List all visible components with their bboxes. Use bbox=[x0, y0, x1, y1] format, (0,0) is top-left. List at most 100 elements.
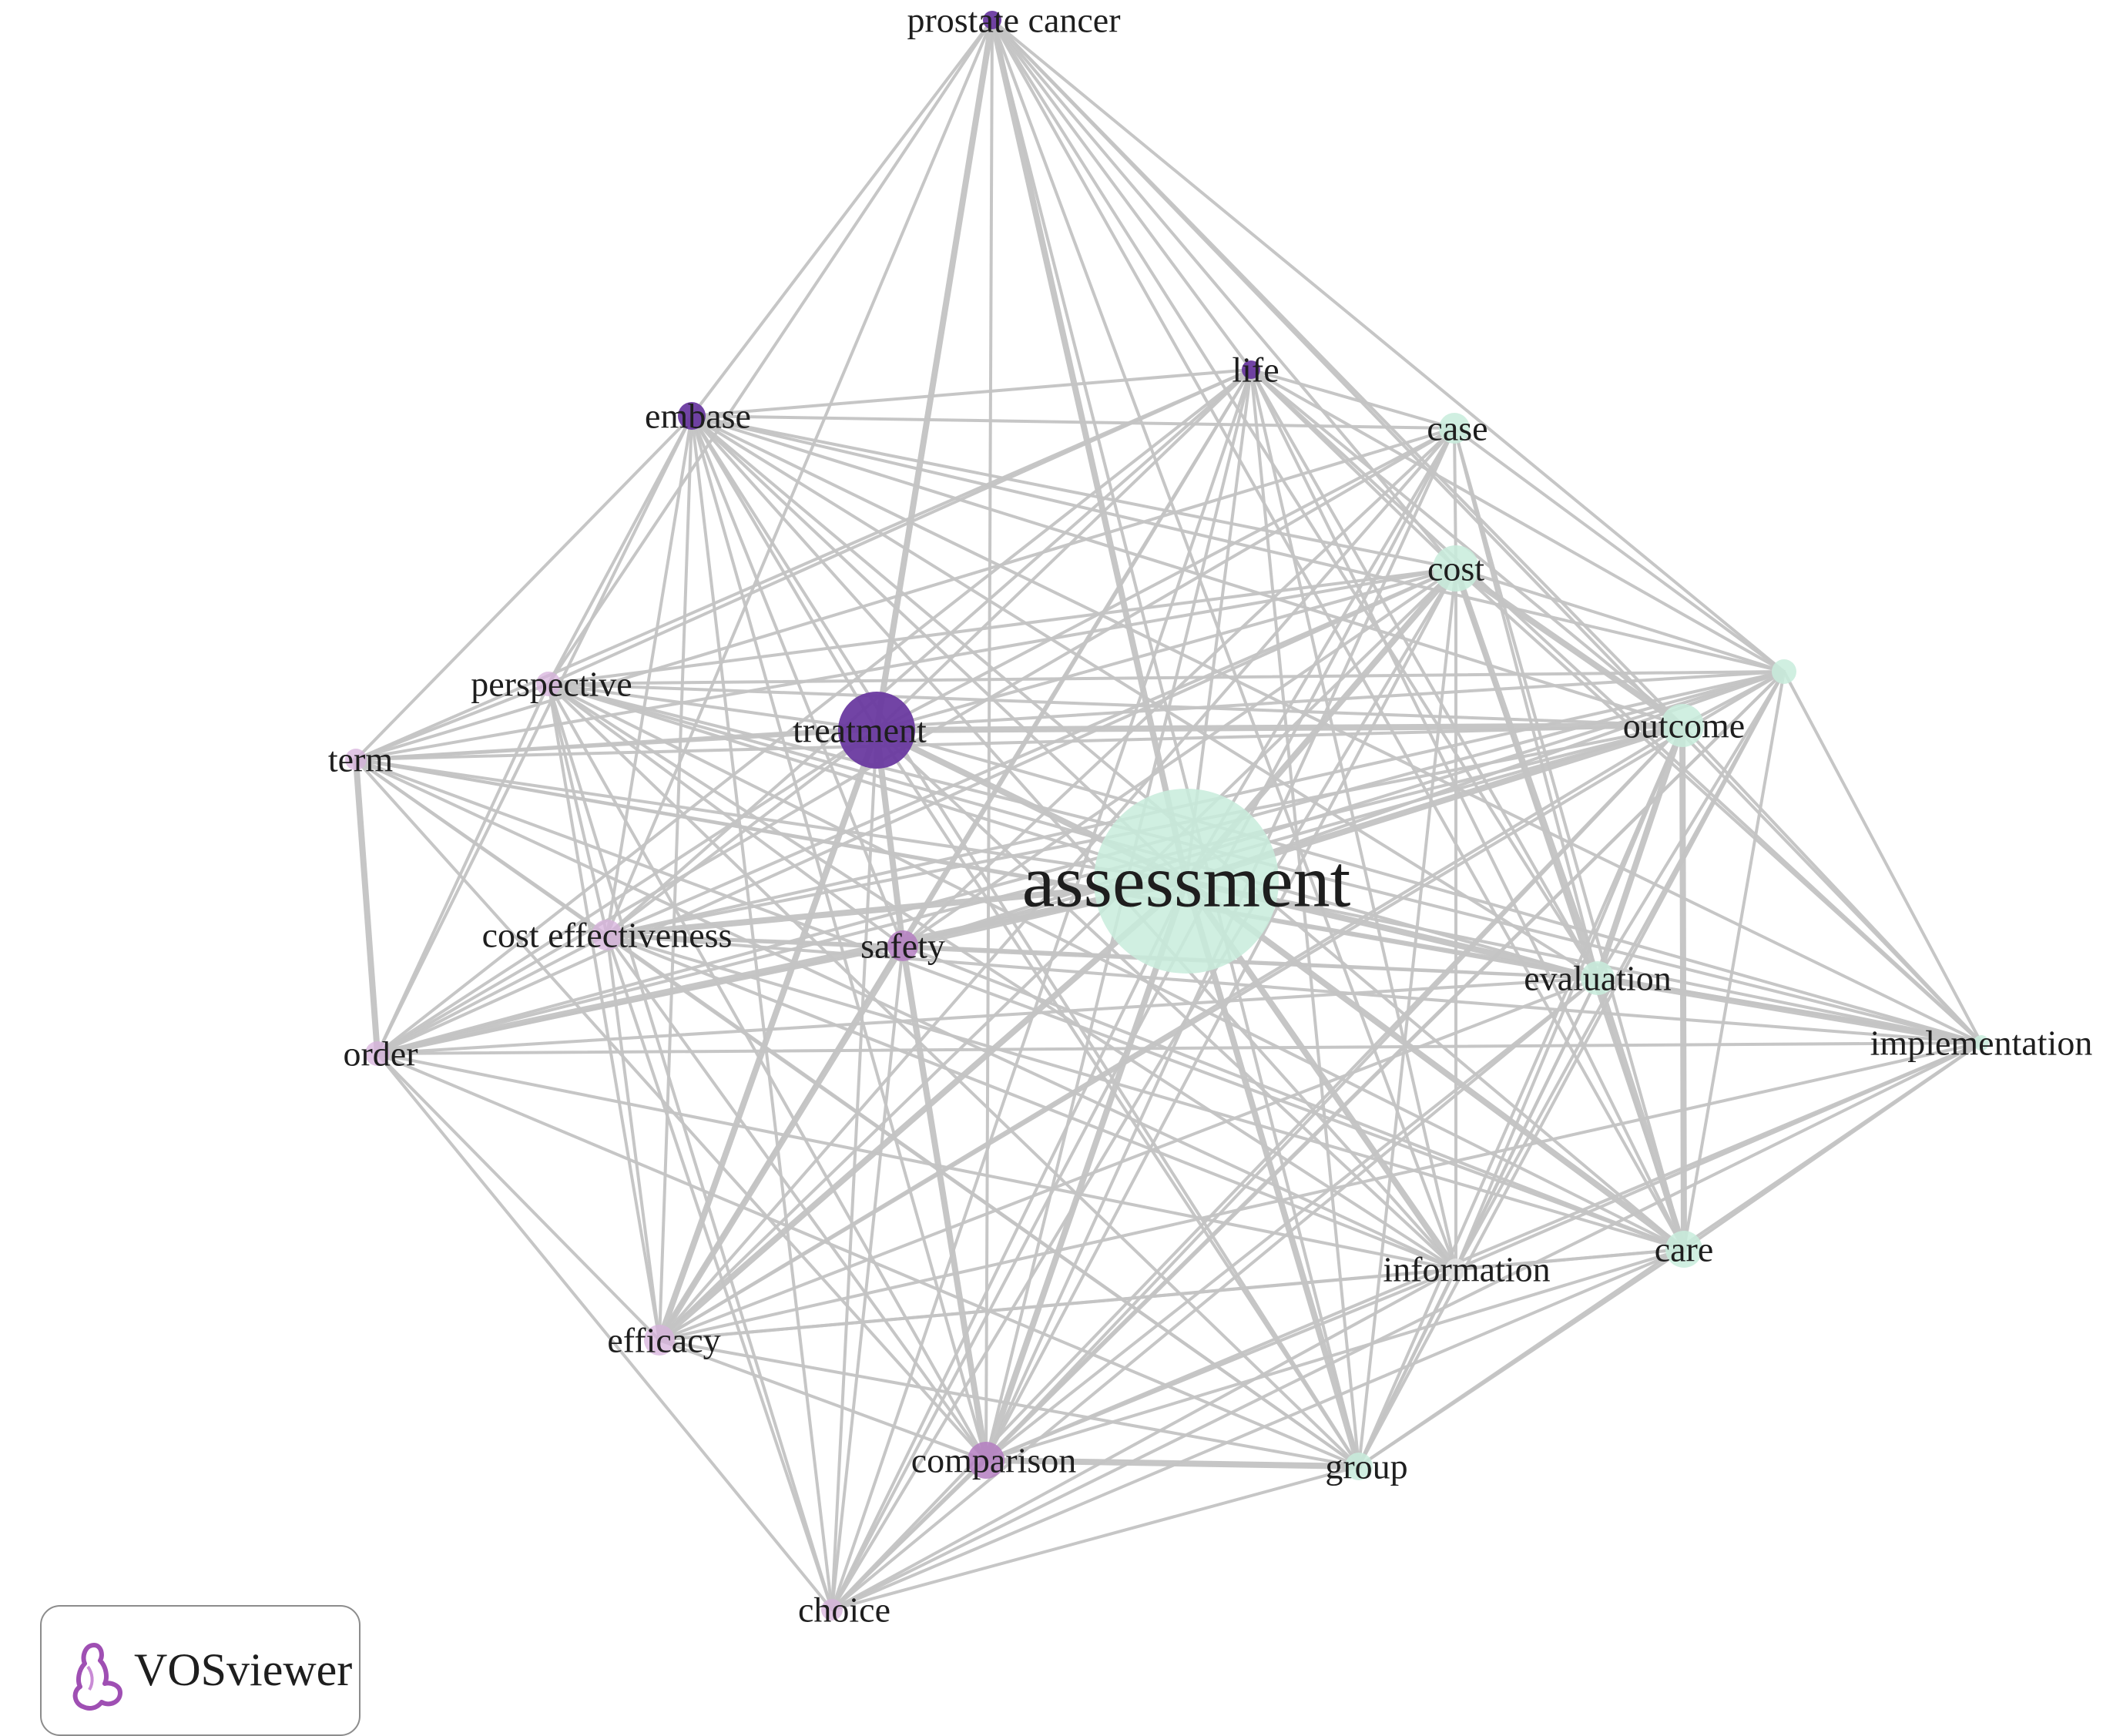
edge-comparison-choice bbox=[830, 1459, 988, 1611]
edge-cost-effectiveness-care bbox=[605, 933, 1685, 1251]
node-care[interactable] bbox=[1665, 1231, 1702, 1268]
node-choice[interactable] bbox=[821, 1599, 843, 1620]
edge-cost-term bbox=[354, 567, 1457, 761]
node-comparison[interactable] bbox=[968, 1442, 1004, 1479]
edge-evaluation-care bbox=[1595, 975, 1687, 1252]
node-prostate-cancer[interactable] bbox=[983, 11, 1001, 29]
edge-prostate-cancer-perspective bbox=[547, 18, 994, 685]
edge-efficacy-comparison bbox=[658, 1339, 988, 1462]
label-term: term bbox=[328, 740, 394, 779]
node-unlabeled-green[interactable] bbox=[1772, 659, 1796, 684]
edge-perspective-outcome bbox=[547, 682, 1684, 727]
edge-cost-effectiveness-comparison bbox=[605, 933, 988, 1462]
node-cost[interactable] bbox=[1433, 545, 1479, 592]
edge-treatment-group bbox=[875, 729, 1360, 1468]
node-cost-effectiveness[interactable] bbox=[592, 920, 622, 950]
edge-unlabeled-green-group bbox=[1357, 670, 1786, 1468]
edge-comparison-group bbox=[983, 1457, 1362, 1470]
edge-embase-cost-effectiveness bbox=[605, 414, 693, 937]
edge-embase-unlabeled-green bbox=[690, 414, 1786, 673]
label-cost-effectiveness: cost effectiveness bbox=[482, 916, 733, 955]
edge-information-comparison bbox=[984, 1268, 1457, 1462]
edge-embase-cost bbox=[690, 414, 1457, 570]
edge-efficacy-group bbox=[658, 1339, 1360, 1468]
node-perspective[interactable] bbox=[536, 672, 561, 696]
edge-safety-care bbox=[901, 944, 1685, 1251]
edge-outcome-order bbox=[376, 724, 1684, 1055]
edge-treatment-outcome bbox=[874, 722, 1685, 733]
edge-perspective-unlabeled-green bbox=[547, 670, 1786, 685]
node-information[interactable] bbox=[1445, 1258, 1467, 1280]
edge-embase-assessment bbox=[690, 414, 1188, 883]
edge-life-term bbox=[354, 368, 1253, 761]
edge-embase-group bbox=[690, 414, 1360, 1468]
edge-order-information bbox=[376, 1052, 1457, 1271]
node-order[interactable] bbox=[365, 1041, 390, 1066]
edge-embase-case bbox=[690, 414, 1456, 430]
edge-information-efficacy bbox=[658, 1268, 1457, 1342]
edge-group-choice bbox=[830, 1465, 1360, 1611]
label-life: life bbox=[1232, 350, 1279, 390]
node-treatment[interactable] bbox=[838, 692, 915, 769]
edge-cost-effectiveness-choice bbox=[605, 933, 833, 1611]
edge-prostate-cancer-evaluation bbox=[991, 18, 1599, 980]
edge-outcome-evaluation bbox=[1595, 722, 1685, 981]
edge-unlabeled-green-implementation bbox=[1783, 670, 1983, 1044]
edge-evaluation-efficacy bbox=[658, 977, 1599, 1342]
edge-assessment-implementation bbox=[1185, 880, 1983, 1044]
label-case: case bbox=[1427, 409, 1487, 448]
label-implementation: implementation bbox=[1870, 1024, 2093, 1063]
edge-embase-term bbox=[354, 414, 693, 761]
label-embase: embase bbox=[645, 397, 751, 436]
edge-safety-order bbox=[376, 944, 904, 1055]
node-term[interactable] bbox=[345, 749, 367, 770]
edge-information-choice bbox=[830, 1268, 1457, 1611]
edge-prostate-cancer-cost bbox=[991, 18, 1457, 570]
edge-evaluation-order bbox=[376, 977, 1599, 1055]
edge-perspective-term bbox=[354, 682, 550, 761]
edge-outcome-implementation bbox=[1681, 724, 1983, 1044]
edge-perspective-assessment bbox=[547, 682, 1188, 883]
node-safety[interactable] bbox=[887, 930, 918, 961]
node-implementation[interactable] bbox=[1974, 1035, 1989, 1051]
edge-term-assessment bbox=[354, 758, 1188, 883]
node-outcome[interactable] bbox=[1661, 704, 1704, 747]
edge-perspective-group bbox=[547, 682, 1360, 1468]
edge-perspective-cost-effectiveness bbox=[547, 682, 609, 937]
edge-perspective-comparison bbox=[547, 682, 988, 1462]
edge-perspective-choice bbox=[547, 682, 833, 1611]
edge-cost-effectiveness-implementation bbox=[605, 933, 1983, 1044]
edge-evaluation-implementation bbox=[1595, 975, 1984, 1046]
vosviewer-badge: VOSviewer bbox=[40, 1605, 361, 1736]
node-case[interactable] bbox=[1439, 413, 1470, 444]
edge-cost-cost-effectiveness bbox=[605, 567, 1457, 937]
edge-prostate-cancer-comparison bbox=[984, 18, 994, 1462]
node-group[interactable] bbox=[1345, 1453, 1373, 1480]
edge-life-unlabeled-green bbox=[1249, 368, 1786, 673]
label-assessment: assessment bbox=[1022, 840, 1351, 923]
edge-cost-effectiveness-group bbox=[605, 933, 1360, 1468]
node-evaluation[interactable] bbox=[1581, 961, 1615, 995]
node-layer bbox=[345, 11, 1989, 1620]
brand-name: VOSviewer bbox=[134, 1644, 353, 1695]
label-treatment: treatment bbox=[793, 711, 927, 750]
edge-case-cost bbox=[1453, 427, 1457, 570]
node-assessment[interactable] bbox=[1094, 789, 1279, 974]
edge-outcome-group bbox=[1357, 724, 1684, 1468]
edge-care-group bbox=[1357, 1248, 1685, 1468]
edge-cost-comparison bbox=[984, 567, 1457, 1462]
edge-case-evaluation bbox=[1453, 427, 1599, 980]
node-life[interactable] bbox=[1242, 360, 1260, 379]
node-embase[interactable] bbox=[678, 402, 706, 430]
label-care: care bbox=[1655, 1230, 1714, 1269]
node-efficacy[interactable] bbox=[644, 1325, 675, 1356]
edge-treatment-cost-effectiveness bbox=[605, 729, 878, 937]
edge-life-care bbox=[1249, 368, 1685, 1251]
edge-life-cost-effectiveness bbox=[605, 368, 1253, 937]
edge-life-treatment bbox=[875, 368, 1253, 732]
edge-embase-order bbox=[376, 414, 693, 1055]
edge-case-unlabeled-green bbox=[1453, 427, 1786, 673]
edge-order-choice bbox=[376, 1052, 833, 1611]
edge-perspective-treatment bbox=[547, 682, 878, 732]
edge-care-comparison bbox=[984, 1248, 1685, 1462]
